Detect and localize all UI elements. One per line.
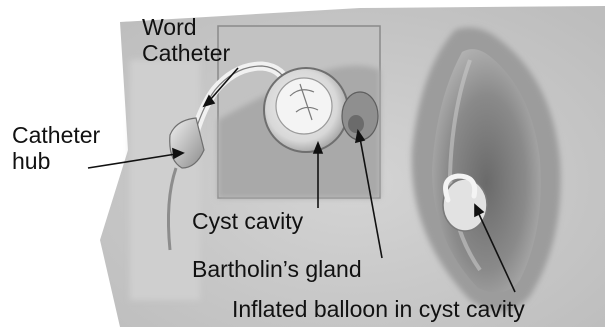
label-word-catheter-line2: Catheter [142, 40, 230, 66]
label-catheter-hub-line1: Catheter [12, 122, 100, 148]
label-cyst-cavity: Cyst cavity [192, 208, 303, 234]
label-inflated-balloon: Inflated balloon in cyst cavity [232, 296, 525, 322]
inflated-balloon [443, 179, 487, 231]
label-word-catheter: Word Catheter [142, 14, 230, 66]
label-catheter-hub-line2: hub [12, 148, 100, 174]
bartholins-gland-lobe [348, 115, 364, 133]
label-catheter-hub: Catheter hub [12, 122, 100, 174]
label-bartholins-gland: Bartholin’s gland [192, 256, 362, 282]
background-left-fade [130, 60, 200, 300]
label-word-catheter-line1: Word [142, 14, 230, 40]
cyst-cavity-inner-balloon [276, 78, 332, 134]
